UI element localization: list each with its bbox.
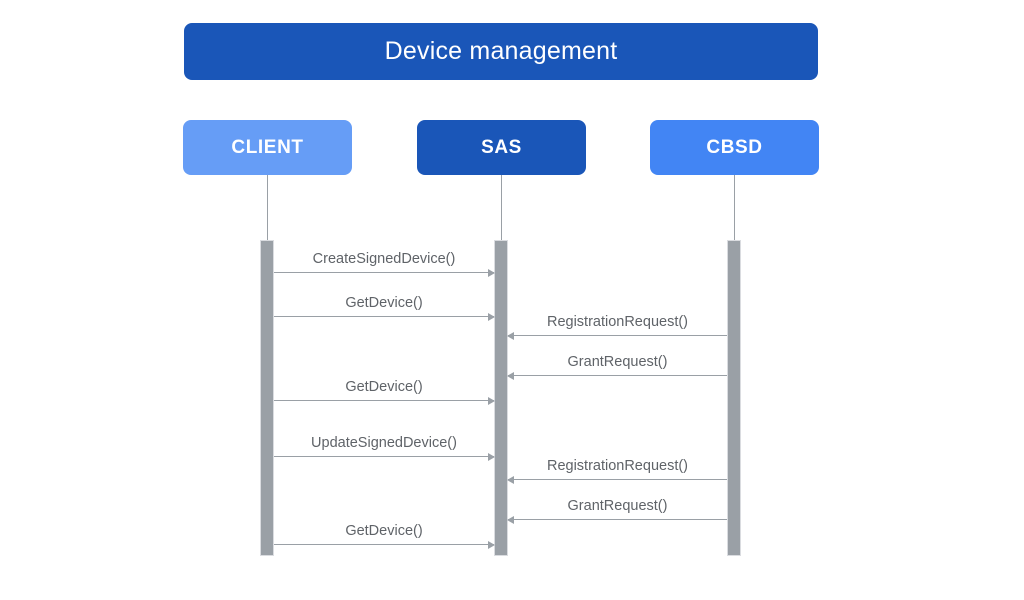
page-title: Device management <box>384 37 618 65</box>
message-label: RegistrationRequest() <box>546 313 689 330</box>
participant-label: CLIENT <box>231 137 304 158</box>
message-label: GetDevice() <box>345 522 423 539</box>
participant-box-client[interactable]: CLIENT <box>183 120 352 175</box>
arrow-left-icon <box>507 475 514 484</box>
message-line <box>508 479 727 480</box>
message-label: UpdateSignedDevice() <box>311 434 457 451</box>
arrow-left-icon <box>507 515 514 524</box>
message-line <box>274 316 494 317</box>
message-label: GetDevice() <box>345 294 423 311</box>
message-label: CreateSignedDevice() <box>312 250 456 267</box>
participant-box-sas[interactable]: SAS <box>417 120 586 175</box>
diagram-title-banner: Device management <box>184 23 818 80</box>
activation-bar-cbsd <box>727 240 741 556</box>
message-line <box>274 456 494 457</box>
message-line <box>508 375 727 376</box>
message-line <box>274 272 494 273</box>
arrow-right-icon <box>488 452 495 461</box>
message-line <box>274 400 494 401</box>
message-label: GrantRequest() <box>567 497 668 514</box>
message-line <box>508 519 727 520</box>
message-line <box>508 335 727 336</box>
arrow-right-icon <box>488 268 495 277</box>
lifeline-client <box>267 175 268 240</box>
lifeline-cbsd <box>734 175 735 240</box>
participant-box-cbsd[interactable]: CBSD <box>650 120 819 175</box>
participant-label: CBSD <box>706 137 763 158</box>
activation-bar-sas <box>494 240 508 556</box>
lifeline-sas <box>501 175 502 240</box>
arrow-left-icon <box>507 331 514 340</box>
message-label: RegistrationRequest() <box>546 457 689 474</box>
activation-bar-client <box>260 240 274 556</box>
arrow-right-icon <box>488 540 495 549</box>
arrow-left-icon <box>507 371 514 380</box>
message-line <box>274 544 494 545</box>
message-label: GrantRequest() <box>567 353 668 370</box>
arrow-right-icon <box>488 396 495 405</box>
message-label: GetDevice() <box>345 378 423 395</box>
participant-label: SAS <box>481 137 522 158</box>
arrow-right-icon <box>488 312 495 321</box>
